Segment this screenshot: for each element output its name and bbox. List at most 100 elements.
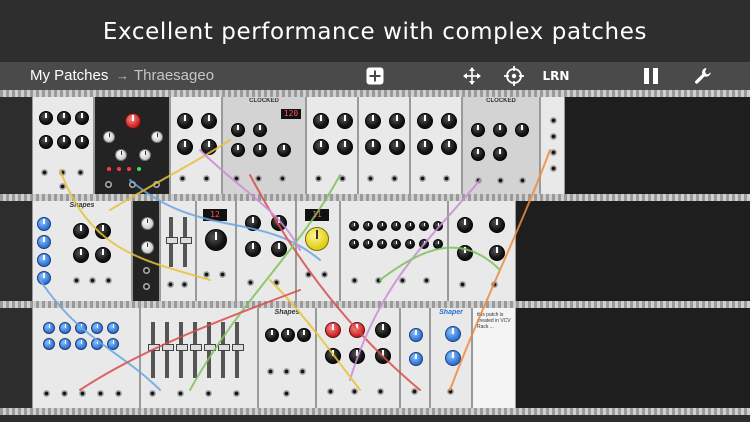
knob[interactable] — [391, 221, 401, 231]
jack[interactable] — [179, 175, 186, 182]
module-mixer[interactable] — [32, 97, 94, 194]
empty-rack-space[interactable] — [516, 308, 750, 408]
knob[interactable] — [231, 143, 245, 157]
knob[interactable] — [445, 350, 461, 366]
jack[interactable] — [550, 133, 557, 140]
knob[interactable] — [139, 149, 151, 161]
jack[interactable] — [351, 277, 358, 284]
module-drum[interactable] — [316, 308, 400, 408]
jack[interactable] — [419, 175, 426, 182]
knob[interactable] — [489, 245, 505, 261]
knob[interactable] — [75, 111, 89, 125]
jack[interactable] — [73, 277, 80, 284]
jack[interactable] — [550, 149, 557, 156]
jack[interactable] — [497, 177, 504, 184]
knob[interactable] — [325, 348, 341, 364]
knob[interactable] — [349, 221, 359, 231]
jack[interactable] — [153, 181, 160, 188]
knob[interactable] — [107, 338, 119, 350]
jack[interactable] — [399, 277, 406, 284]
knob[interactable] — [277, 143, 291, 157]
knob[interactable] — [59, 338, 71, 350]
add-module-button[interactable] — [364, 65, 386, 87]
jack[interactable] — [247, 279, 254, 286]
knob[interactable] — [337, 113, 353, 129]
knob[interactable] — [409, 328, 423, 342]
jack[interactable] — [411, 388, 418, 395]
slider[interactable] — [148, 322, 160, 378]
module-vco-1[interactable]: 12 — [196, 201, 236, 301]
jack[interactable] — [339, 175, 346, 182]
slider[interactable] — [190, 322, 202, 378]
settings-button[interactable] — [692, 65, 714, 87]
knob[interactable] — [471, 147, 485, 161]
slider[interactable] — [232, 322, 244, 378]
knob[interactable] — [43, 322, 55, 334]
knob[interactable] — [37, 235, 51, 249]
jack[interactable] — [233, 175, 240, 182]
knob[interactable] — [73, 247, 89, 263]
jack[interactable] — [105, 181, 112, 188]
jack[interactable] — [351, 388, 358, 395]
jack[interactable] — [41, 169, 48, 176]
breadcrumb-my-patches[interactable]: My Patches — [30, 67, 109, 84]
knob[interactable] — [245, 215, 261, 231]
module-mixer[interactable] — [410, 97, 462, 194]
jack[interactable] — [443, 175, 450, 182]
knob[interactable] — [141, 241, 154, 254]
knob[interactable] — [37, 253, 51, 267]
knob[interactable] — [151, 131, 163, 143]
knob[interactable] — [457, 245, 473, 261]
knob[interactable] — [377, 221, 387, 231]
knob[interactable] — [245, 241, 261, 257]
knob[interactable] — [39, 135, 53, 149]
jack[interactable] — [59, 169, 66, 176]
slider[interactable] — [204, 322, 216, 378]
knob[interactable] — [471, 123, 485, 137]
knob[interactable] — [493, 123, 507, 137]
module-mixer[interactable] — [306, 97, 358, 194]
jack[interactable] — [233, 390, 240, 397]
knob[interactable] — [37, 271, 51, 285]
knob[interactable] — [489, 217, 505, 233]
knob[interactable] — [297, 328, 311, 342]
module-mixer[interactable] — [170, 97, 222, 194]
knob[interactable] — [201, 113, 217, 129]
slider[interactable] — [176, 322, 188, 378]
knob[interactable] — [107, 322, 119, 334]
knob[interactable] — [95, 223, 111, 239]
slider[interactable] — [166, 217, 178, 267]
module-notes[interactable]: this patch is created in VCV Rack ... — [472, 308, 516, 408]
module-mixer[interactable] — [448, 201, 516, 301]
learn-button[interactable]: LRN — [543, 65, 570, 87]
empty-rack-space[interactable] — [516, 201, 750, 301]
knob[interactable] — [231, 123, 245, 137]
module-clocked-2[interactable]: CLOCKED — [462, 97, 540, 194]
knob[interactable] — [253, 143, 267, 157]
knob[interactable] — [375, 348, 391, 364]
jack[interactable] — [267, 368, 274, 375]
jack[interactable] — [219, 271, 226, 278]
knob[interactable] — [91, 338, 103, 350]
jack[interactable] — [283, 390, 290, 397]
jack[interactable] — [279, 175, 286, 182]
knob[interactable] — [405, 221, 415, 231]
jack[interactable] — [203, 271, 210, 278]
knob[interactable] — [457, 217, 473, 233]
knob[interactable] — [75, 338, 87, 350]
module-dark-sequencer[interactable] — [94, 97, 170, 194]
jack[interactable] — [255, 175, 262, 182]
jack[interactable] — [273, 279, 280, 286]
jack[interactable] — [321, 271, 328, 278]
jack[interactable] — [59, 183, 66, 190]
jack[interactable] — [89, 277, 96, 284]
jack[interactable] — [79, 390, 86, 397]
knob[interactable] — [141, 217, 154, 230]
jack[interactable] — [327, 388, 334, 395]
knob[interactable] — [205, 229, 227, 251]
jack[interactable] — [475, 177, 482, 184]
knob[interactable] — [271, 215, 287, 231]
knob[interactable] — [313, 113, 329, 129]
jack[interactable] — [459, 281, 466, 288]
jack[interactable] — [205, 390, 212, 397]
